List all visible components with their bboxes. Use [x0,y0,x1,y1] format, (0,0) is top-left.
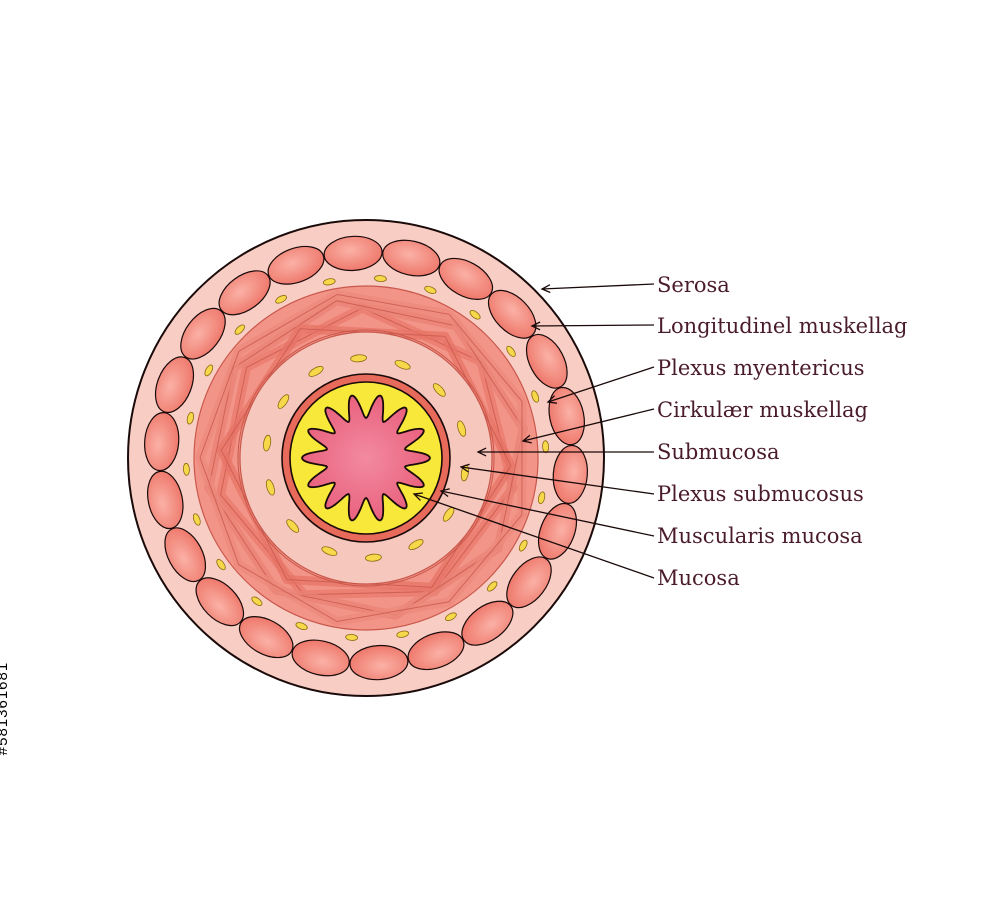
muscle-oval [506,556,552,609]
plexus-dot [350,354,367,363]
arrowhead [412,492,423,501]
leader-line [522,408,655,442]
lumen-with-villi [301,394,431,522]
plexus-dot [487,581,498,592]
plexus-dot [277,394,290,409]
leader-line [440,490,655,537]
muscle-oval [267,245,325,285]
circular-muscle-fibers [195,290,528,626]
plexus-dot [345,633,358,641]
arrowhead [459,463,470,473]
muscle-oval [548,386,585,446]
plexus-dot [537,491,546,505]
plexus-dot [263,434,272,452]
plexus-dot [365,553,382,562]
muscle-oval [147,470,184,530]
plexus-dot [408,539,424,551]
plexus-dot [234,324,245,335]
muscle-oval [552,444,589,504]
label-plexus-submucosus: Plexus submucosus [657,482,864,506]
plexus-dot [251,596,263,606]
plexus-dot [295,622,308,631]
muscle-oval [195,577,245,627]
plexus-dot [445,612,457,621]
muscle-oval [238,616,294,659]
muscle-oval [291,639,350,677]
label-serosa: Serosa [657,273,730,297]
label-mucosa: Mucosa [657,566,740,590]
muscle-oval [154,356,195,414]
circular-fiber-edge [220,328,512,588]
muscle-oval [487,289,537,339]
circular-muscle-inner-edge [237,329,495,587]
plexus-dot [506,345,516,357]
circular-fiber-edge [199,293,523,623]
leader-line [413,493,655,579]
muscle-oval [525,333,568,389]
arrowhead [439,488,450,498]
muscle-oval [461,600,514,646]
plexus-dot [321,546,338,556]
plexus-dot [542,440,550,454]
plexus-dot [518,539,528,552]
leader-line [541,283,655,290]
arrowhead [540,284,551,294]
muscle-oval [218,270,271,316]
plexus-dot [432,383,446,397]
plexus-dot [374,275,387,283]
plexus-dot [396,630,410,638]
leader-lines [412,283,655,579]
label-circular-muscle: Cirkulær muskellag [657,398,868,422]
plexus-dot [286,519,300,533]
plexus-dot [308,365,324,377]
plexus-dot [424,285,437,294]
arrowhead [521,434,532,444]
plexus-dot [469,310,481,320]
plexus-dot [394,360,411,370]
muscle-oval [164,527,207,583]
arrowhead [530,321,541,331]
plexus-dot [186,411,195,425]
arrowhead [546,395,557,404]
plexus-submucosus-dots [263,354,469,562]
leader-line [547,366,655,403]
plexus-dot [275,295,287,304]
labels: Serosa Longitudinel muskellag Plexus mye… [657,273,908,590]
plexus-dot [182,462,190,476]
plexus-dot [322,278,336,286]
label-plexus-myentericus: Plexus myentericus [657,356,865,380]
muscle-oval [407,631,465,671]
muscle-oval [438,257,494,300]
leader-line [531,324,655,327]
muscle-oval [143,412,180,472]
plexus-dot [265,479,275,496]
label-longitudinal-muscle: Longitudinel muskellag [657,314,908,338]
stock-image-id: #581361681 [0,661,12,756]
arrowhead [476,447,487,457]
muscle-oval [180,307,226,360]
muscle-oval [323,235,383,272]
plexus-dot [192,513,201,526]
leader-line [460,466,655,495]
label-muscularis-mucosa: Muscularis mucosa [657,524,863,548]
longitudinal-muscle-layer [143,235,589,681]
label-submucosa: Submucosa [657,440,780,464]
muscle-oval [349,644,409,681]
plexus-dot [204,364,214,377]
plexus-dot [531,390,540,403]
plexus-dot [216,559,226,571]
plexus-dot [457,420,467,437]
plexus-myentericus-dots [182,275,550,641]
muscle-oval [382,239,441,277]
